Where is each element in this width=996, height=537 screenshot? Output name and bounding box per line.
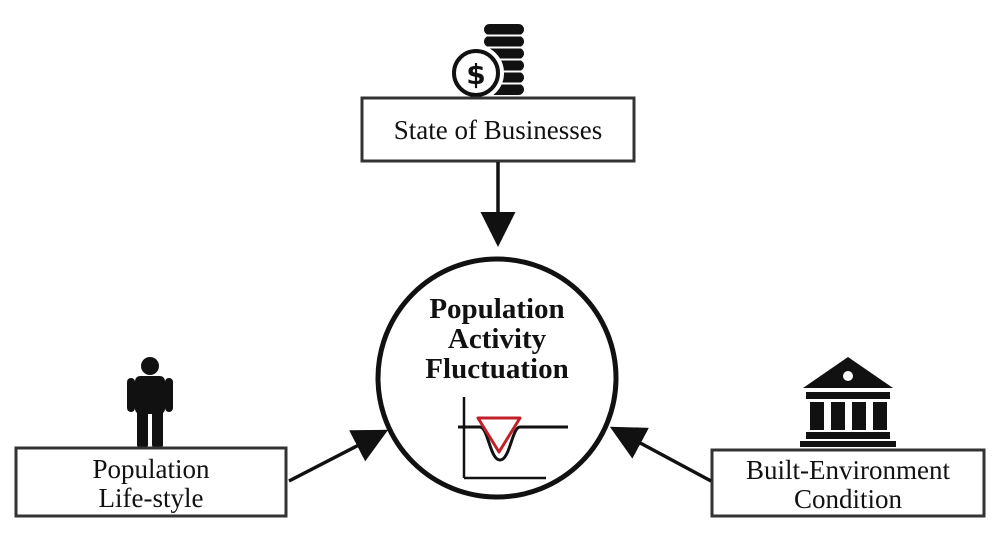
svg-text:$: $: [466, 58, 485, 91]
built-env-label-line-2: Condition: [794, 484, 903, 514]
built-env-label-line-1: Built-Environment: [746, 455, 950, 485]
coins-dollar-icon: $: [448, 24, 524, 101]
bank-building-icon: [800, 357, 896, 447]
built-environment-box: Built-Environment Condition: [710, 448, 986, 518]
center-label-line-3: Fluctuation: [425, 353, 568, 385]
lifestyle-label-line-2: Life-style: [99, 483, 204, 513]
center-label-line-2: Activity: [448, 323, 547, 355]
person-icon: [127, 357, 173, 448]
lifestyle-label-line-1: Population: [92, 454, 210, 484]
arrow-lifestyle-to-activity: [288, 429, 389, 483]
population-activity-fluctuation-node: Population Activity Fluctuation: [375, 256, 619, 500]
arrow-built-env-to-activity: [609, 426, 712, 483]
fluctuation-curve-icon: [458, 397, 568, 480]
drop-marker-icon: [476, 416, 522, 454]
state-of-businesses-box: State of Businesses: [360, 96, 636, 163]
state-of-businesses-label: State of Businesses: [394, 115, 603, 145]
population-lifestyle-box: Population Life-style: [14, 446, 288, 518]
center-label-line-1: Population: [429, 293, 564, 325]
